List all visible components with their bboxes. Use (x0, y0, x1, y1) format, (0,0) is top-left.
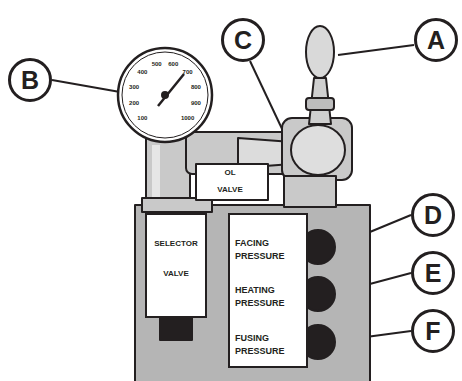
gauge-number: 800 (191, 84, 201, 90)
callout-letter: F (425, 319, 440, 344)
gauge-hub (162, 92, 168, 98)
callout-circle: B (8, 58, 52, 102)
panel-label: SELECTOR VALVE (147, 229, 205, 289)
gauge-number: 400 (137, 69, 147, 75)
leader-line (338, 45, 414, 55)
gauge-number: 1000 (181, 115, 194, 121)
selector-valve-panel: SELECTOR VALVE (145, 213, 207, 318)
gauge-number: 200 (129, 100, 139, 106)
callout-letter: B (21, 68, 39, 93)
gauge-number: 300 (129, 84, 139, 90)
callout-letter: A (427, 28, 445, 53)
callout-circle: C (221, 18, 265, 62)
valve-label: VALVE (217, 186, 242, 194)
gauge-number: 600 (168, 61, 178, 67)
gauge-needle (158, 74, 184, 106)
valve-mount (284, 176, 336, 207)
gauge-number: 100 (137, 115, 147, 121)
panel-label: FACING PRESSURE (235, 237, 293, 263)
pressure-panel: FACING PRESSURE HEATING PRESSURE FUSING PR… (228, 213, 308, 368)
valve-label: OL (224, 169, 235, 177)
handle-collar (306, 98, 334, 110)
leader-line (52, 80, 120, 92)
pressure-gauge (118, 48, 212, 142)
callout-circle: E (411, 251, 455, 295)
handle-knob (306, 26, 334, 78)
manifold-housing (135, 205, 370, 381)
callout-circle: D (411, 193, 455, 237)
gauge-number: 900 (191, 100, 201, 106)
callout-circle: A (414, 18, 458, 62)
valve-housing (282, 118, 352, 180)
gauge-bezel (122, 52, 208, 138)
selector-stub (160, 318, 192, 340)
callout-letter: C (234, 28, 252, 53)
gauge-number: 500 (152, 61, 162, 67)
panel-label: FUSING PRESSURE (235, 332, 293, 358)
callout-letter: D (424, 203, 442, 228)
callout-letter: E (425, 261, 442, 286)
gauge-number: 700 (183, 69, 193, 75)
callout-circle: F (411, 309, 455, 353)
valve-label-plate (196, 164, 268, 200)
panel-label: HEATING PRESSURE (235, 284, 293, 310)
valve-ball (291, 125, 345, 175)
